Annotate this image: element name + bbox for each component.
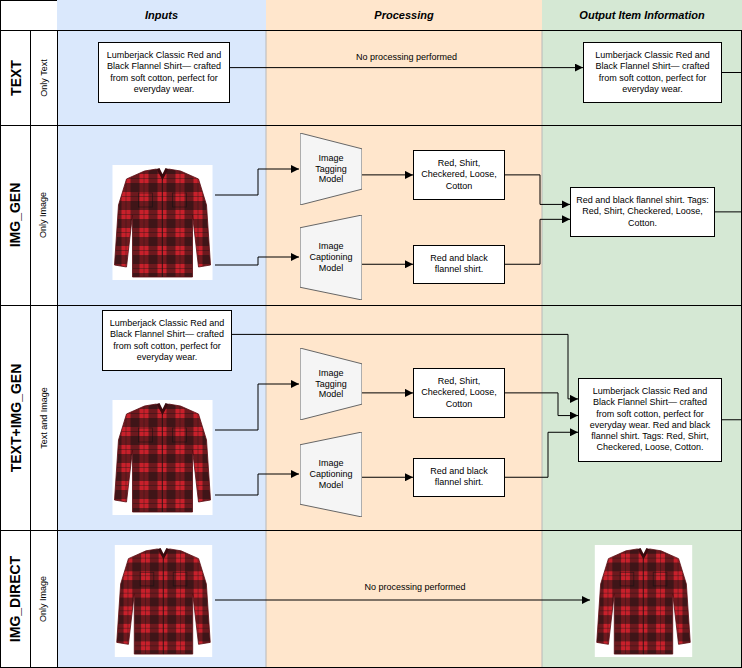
shirt-photo	[113, 165, 213, 280]
image-wire	[215, 169, 299, 195]
node-text: Red and black flannel shirt.	[419, 253, 499, 276]
column-title: Output Item Information	[579, 9, 704, 21]
lane-title-holder: IMG_DIRECT	[5, 530, 25, 668]
swimlane: IMG_DIRECT Only Image	[0, 530, 742, 668]
trapezoid-shape	[300, 432, 362, 517]
swimlane: TEXT+IMG_GEN Text and Image Lumberjack Cla…	[0, 305, 742, 530]
lane-subtitle-holder: Text and Image	[33, 305, 53, 530]
lane-subtitle: Only Image	[38, 192, 48, 238]
image-wire	[215, 474, 299, 495]
flow-arrow	[230, 67, 583, 68]
lane-title-holder: IMG_GEN	[5, 125, 25, 305]
column-header: Inputs	[57, 0, 266, 30]
lane-subtitle-holder: Only Image	[33, 125, 53, 305]
lane-subtitle: Only Text	[38, 59, 48, 96]
lane-title: IMG_DIRECT	[7, 556, 23, 642]
lane-subtitle-holder: Only Text	[33, 30, 53, 125]
node-text: Red, Shirt, Checkered, Loose, Cotton	[419, 158, 499, 192]
column-title: Inputs	[145, 9, 178, 21]
output-box: Red and black flannel shirt. Tags: Red, …	[570, 187, 715, 237]
model-trapezoid: Image Captioning Model	[300, 215, 362, 300]
flow-arrow	[362, 477, 413, 478]
flow-arrow	[362, 264, 413, 265]
text-box: Lumberjack Classic Red and Black Flannel…	[102, 310, 232, 371]
lane-divider	[30, 30, 31, 668]
node-text: Lumberjack Classic Red and Black Flannel…	[589, 50, 716, 95]
node-text: Image Tagging Model	[308, 153, 354, 185]
node-text: Lumberjack Classic Red and Black Flannel…	[108, 318, 226, 363]
flow-arrow	[505, 393, 578, 416]
row-border	[0, 30, 742, 31]
output-box: Lumberjack Classic Red and Black Flannel…	[578, 378, 722, 462]
trapezoid-shape	[300, 348, 362, 420]
tags-box: Red, Shirt, Checkered, Loose, Cotton	[413, 150, 505, 200]
tags-box: Red, Shirt, Checkered, Loose, Cotton	[413, 368, 505, 418]
lane-subtitle: Only Image	[38, 576, 48, 622]
shirt-photo	[595, 545, 692, 657]
node-text: Red and black flannel shirt. Tags: Red, …	[576, 195, 709, 229]
lane-title: TEXT+IMG_GEN	[7, 363, 23, 472]
flow-arrow	[505, 432, 578, 477]
note-label-holder: No processing performed	[330, 582, 500, 592]
edge-label-holder: No processing performed	[307, 52, 507, 62]
exit-line	[722, 72, 742, 73]
exit-line	[722, 419, 742, 420]
lane-title-holder: TEXT+IMG_GEN	[5, 305, 25, 530]
row-border	[0, 530, 742, 531]
swimlane: IMG_GEN Only Image Image Tagging ModelImag…	[0, 125, 742, 305]
trapezoid-shape	[300, 133, 362, 205]
trapezoid-shape	[300, 215, 362, 300]
lane-title-holder: TEXT	[5, 30, 25, 125]
model-trapezoid: Image Tagging Model	[300, 348, 362, 420]
flow-arrow	[362, 174, 413, 175]
swimlane: TEXT Only Text Lumberjack Classic Red and …	[0, 30, 742, 125]
column-header: Output Item Information	[542, 0, 742, 30]
lane-title: TEXT	[7, 60, 23, 96]
output-column	[542, 0, 742, 668]
model-trapezoid: Image Tagging Model	[300, 133, 362, 205]
lane-title: IMG_GEN	[7, 183, 23, 248]
flow-arrow	[505, 219, 570, 264]
node-text: Red and black flannel shirt.	[419, 466, 499, 489]
column-title: Processing	[374, 9, 433, 21]
flow-arrow	[232, 334, 578, 398]
exit-line	[715, 211, 742, 212]
shirt-photo	[113, 400, 213, 515]
caption-box: Red and black flannel shirt.	[413, 458, 505, 497]
arrow-label: No processing performed	[330, 582, 500, 592]
flow-arrow	[362, 392, 413, 393]
node-text: Lumberjack Classic Red and Black Flannel…	[104, 50, 224, 95]
image-wire	[215, 257, 299, 265]
output-box: Lumberjack Classic Red and Black Flannel…	[583, 42, 722, 103]
flow-arrow	[505, 175, 570, 205]
lane-divider	[57, 0, 58, 668]
node-text: Red, Shirt, Checkered, Loose, Cotton	[419, 376, 499, 410]
row-border	[0, 305, 742, 306]
lane-subtitle: Text and Image	[38, 387, 48, 449]
model-trapezoid: Image Captioning Model	[300, 432, 362, 517]
edge-label: No processing performed	[307, 52, 507, 62]
node-text: Lumberjack Classic Red and Black Flannel…	[584, 386, 716, 454]
row-border	[0, 125, 742, 126]
text-box: Lumberjack Classic Red and Black Flannel…	[98, 42, 230, 103]
shirt-photo	[115, 545, 212, 657]
caption-box: Red and black flannel shirt.	[413, 245, 505, 284]
column-header: Processing	[266, 0, 542, 30]
node-text: Image Captioning Model	[308, 458, 354, 490]
node-text: Image Tagging Model	[308, 368, 354, 400]
image-wire	[215, 384, 299, 430]
passthrough-arrow	[215, 600, 590, 601]
node-text: Image Captioning Model	[308, 241, 354, 273]
lane-subtitle-holder: Only Image	[33, 530, 53, 668]
